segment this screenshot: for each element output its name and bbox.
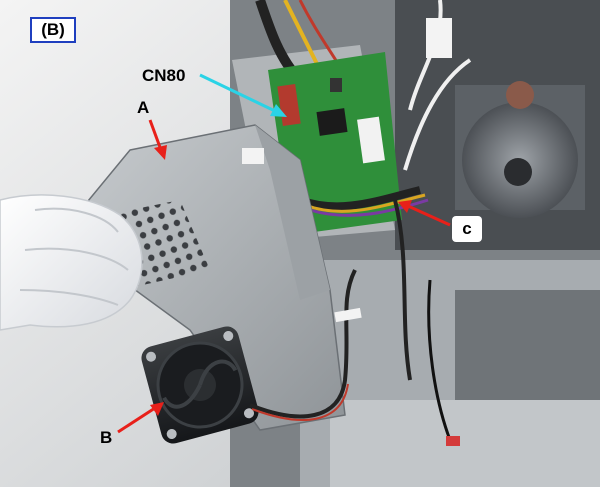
pcb-chip bbox=[316, 108, 348, 136]
callout-b: B bbox=[100, 428, 113, 447]
glove-finger-2 bbox=[24, 247, 129, 271]
fan-screw-3 bbox=[166, 428, 177, 439]
arrow-a bbox=[148, 119, 167, 160]
motor-pulley bbox=[506, 81, 534, 109]
gloved-hand bbox=[0, 194, 143, 331]
glove-finger-3 bbox=[19, 289, 119, 306]
wire-to-c bbox=[393, 199, 412, 381]
cooling-fan-part-b bbox=[141, 326, 259, 444]
callout-c: c bbox=[452, 216, 482, 242]
chassis-floor bbox=[330, 400, 600, 487]
white-clip-1 bbox=[334, 307, 362, 323]
fan-blade-1 bbox=[198, 359, 238, 386]
wire-loom bbox=[298, 186, 421, 211]
arrow-c bbox=[398, 200, 451, 227]
fan-screw-4 bbox=[243, 408, 254, 419]
bracket-side-face bbox=[255, 125, 330, 300]
fan-blade-2 bbox=[162, 384, 202, 409]
motor-shaft bbox=[504, 158, 532, 186]
white-connector-top bbox=[426, 18, 452, 58]
red-connector bbox=[446, 436, 460, 446]
fan-cable-red bbox=[251, 383, 349, 421]
panel-label: (B) bbox=[30, 17, 76, 43]
fan-screw-2 bbox=[223, 331, 234, 342]
glove-finger-1 bbox=[34, 207, 119, 233]
pcb-capacitor bbox=[330, 78, 342, 92]
right-cable bbox=[427, 279, 452, 441]
arrow-cn80 bbox=[199, 73, 287, 117]
wire-white-2 bbox=[403, 58, 472, 171]
arrow-b bbox=[117, 402, 164, 434]
callout-a: A bbox=[137, 98, 150, 117]
chassis-bay bbox=[455, 290, 600, 410]
fan-cable bbox=[249, 269, 357, 419]
callout-cn80: CN80 bbox=[142, 66, 186, 85]
wire-purple bbox=[309, 198, 429, 217]
pcb-header-white bbox=[357, 116, 385, 164]
fan-screw-1 bbox=[146, 351, 157, 362]
wire-yellow-loom bbox=[304, 193, 426, 213]
white-clip-2 bbox=[242, 148, 264, 164]
